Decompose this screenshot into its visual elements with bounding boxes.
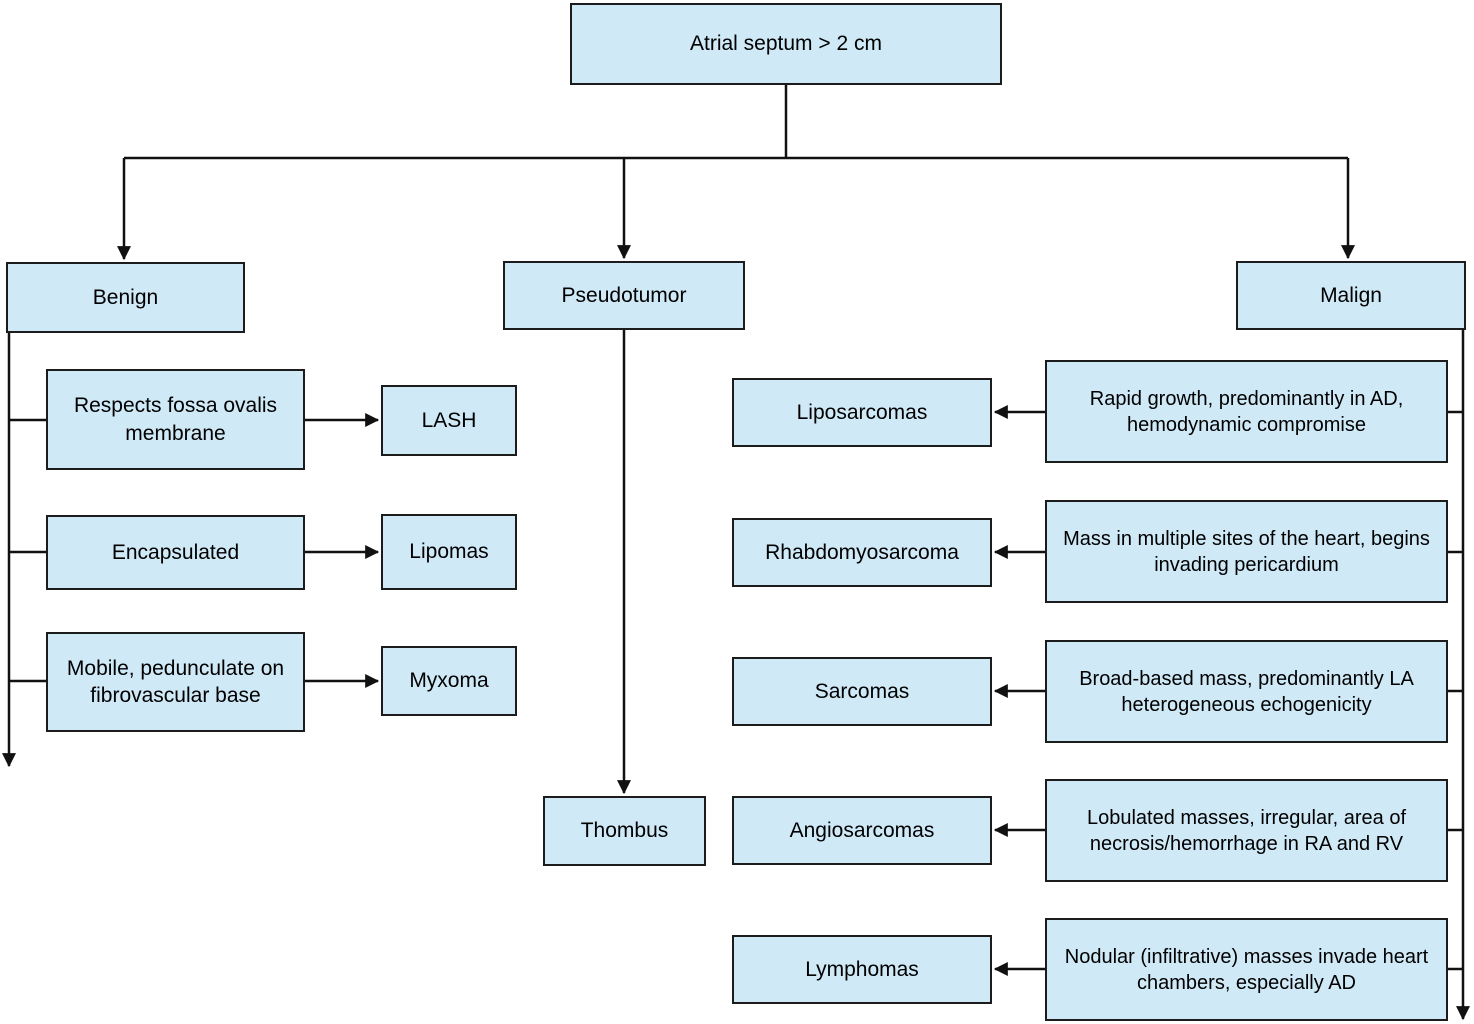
node-lipomas-label: Lipomas [409,540,489,564]
node-angiosarcomas-feature: Lobulated masses, irregular, area of nec… [1045,779,1448,882]
node-benign-feature-2-label: Encapsulated [111,540,240,564]
node-lipomas: Lipomas [381,514,517,590]
node-malign: Malign [1236,261,1466,330]
node-lash-label: LASH [421,408,477,432]
node-rhabdomyosarcoma-label: Rhabdomyosarcoma [765,540,959,564]
node-liposarcomas-feature: Rapid growth, predominantly in AD, hemod… [1045,360,1448,463]
node-benign-label: Benign [92,285,159,309]
node-lymphomas-feature: Nodular (infiltrative) masses invade hea… [1045,918,1448,1021]
node-rhabdomyosarcoma-feature-label: Mass in multiple sites of the heart, beg… [1063,527,1430,576]
node-benign: Benign [6,262,245,333]
node-liposarcomas: Liposarcomas [732,378,992,447]
node-benign-feature-1: Respects fossa ovalis membrane [46,369,305,470]
node-benign-feature-1-label: Respects fossa ovalis membrane [73,394,278,445]
node-root: Atrial septum > 2 cm [570,3,1002,85]
node-sarcomas-feature: Broad-based mass, predominantly LA heter… [1045,640,1448,743]
node-lymphomas: Lymphomas [732,935,992,1004]
node-sarcomas: Sarcomas [732,657,992,726]
node-pseudotumor: Pseudotumor [503,261,745,330]
node-rhabdomyosarcoma-feature: Mass in multiple sites of the heart, beg… [1045,500,1448,603]
node-rhabdomyosarcoma: Rhabdomyosarcoma [732,518,992,587]
node-benign-feature-3-label: Mobile, pedunculate on fibrovascular bas… [66,656,285,707]
node-angiosarcomas: Angiosarcomas [732,796,992,865]
node-liposarcomas-label: Liposarcomas [796,400,928,424]
node-angiosarcomas-feature-label: Lobulated masses, irregular, area of nec… [1086,806,1407,855]
node-liposarcomas-feature-label: Rapid growth, predominantly in AD, hemod… [1089,387,1404,436]
node-thombus-label: Thombus [580,819,669,843]
node-benign-feature-3: Mobile, pedunculate on fibrovascular bas… [46,632,305,732]
node-thombus: Thombus [543,796,706,866]
node-root-label: Atrial septum > 2 cm [690,32,882,56]
node-myxoma-label: Myxoma [409,669,489,693]
node-sarcomas-feature-label: Broad-based mass, predominantly LA heter… [1079,667,1414,716]
node-lash: LASH [381,385,517,456]
node-pseudotumor-label: Pseudotumor [561,283,687,307]
node-lymphomas-feature-label: Nodular (infiltrative) masses invade hea… [1064,945,1429,994]
node-malign-label: Malign [1320,283,1382,307]
node-angiosarcomas-label: Angiosarcomas [789,818,935,842]
node-lymphomas-label: Lymphomas [805,957,919,981]
node-benign-feature-2: Encapsulated [46,515,305,590]
node-sarcomas-label: Sarcomas [814,679,910,703]
node-myxoma: Myxoma [381,646,517,716]
